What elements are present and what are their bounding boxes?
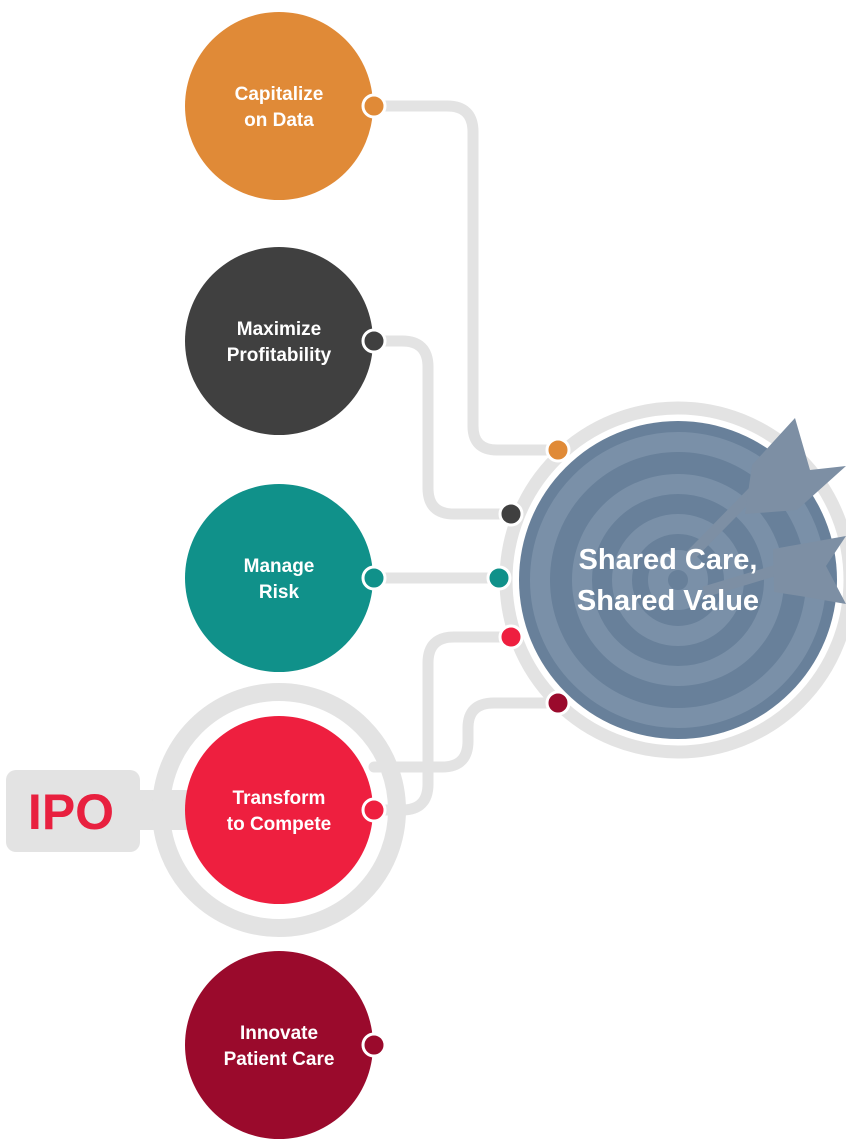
node-label-manage-risk-line2: Risk	[259, 582, 300, 603]
hub-dot-capitalize-on-data	[545, 437, 571, 463]
dart-lower-fletching	[773, 536, 846, 604]
hub-anchor-dots	[486, 437, 571, 716]
target-ring-center	[648, 550, 708, 610]
node-label-maximize-profitability-line1: Maximize	[237, 319, 321, 340]
node-circle-manage-risk	[185, 484, 373, 672]
node-dot-capitalize-on-data	[361, 93, 387, 119]
node-dot-transform-to-compete	[361, 797, 387, 823]
node-innovate-patient-care: Innovate Patient Care	[185, 951, 387, 1139]
ipo-highlight-ring	[152, 683, 406, 937]
node-circle-maximize-profitability	[185, 247, 373, 435]
hub-target: Shared Care, Shared Value	[499, 401, 846, 759]
connector-lines	[368, 100, 564, 816]
dart-upper-icon	[686, 418, 846, 560]
connector-maximize-profitability	[368, 335, 517, 520]
node-dot-manage-risk	[361, 565, 387, 591]
node-dot-maximize-profitability	[361, 328, 387, 354]
hub-dot-manage-risk	[486, 565, 512, 591]
dart-upper-fletching	[745, 418, 846, 514]
target-with-darts-icon	[686, 418, 846, 604]
node-circle-transform-to-compete	[185, 716, 373, 904]
node-label-capitalize-on-data-line2: on Data	[244, 110, 314, 131]
node-circle-innovate-patient-care	[185, 951, 373, 1139]
node-capitalize-on-data: Capitalize on Data	[185, 12, 387, 200]
hub-dot-maximize-profitability	[498, 501, 524, 527]
node-circle-capitalize-on-data	[185, 12, 373, 200]
node-label-transform-to-compete-line1: Transform	[233, 788, 326, 809]
node-maximize-profitability: Maximize Profitability	[185, 247, 387, 435]
connector-transform-to-compete	[368, 631, 517, 816]
node-label-innovate-patient-care-line1: Innovate	[240, 1023, 318, 1044]
node-transform-to-compete: Transform to Compete	[185, 716, 387, 904]
ipo-badge-tab	[6, 770, 140, 852]
dart-lower-icon	[702, 536, 846, 604]
hub-title-line1: Shared Care,	[579, 544, 758, 576]
goal-nodes: Capitalize on Data Maximize Profitabilit…	[185, 12, 387, 1139]
connector-capitalize-on-data	[368, 100, 564, 456]
ipo-highlight: IPO	[6, 683, 406, 937]
node-label-capitalize-on-data-line1: Capitalize	[235, 84, 324, 105]
hub-title-line2: Shared Value	[577, 585, 759, 617]
node-label-maximize-profitability-line2: Profitability	[227, 345, 332, 366]
node-label-transform-to-compete-line2: to Compete	[227, 814, 332, 835]
node-label-innovate-patient-care-line2: Patient Care	[224, 1049, 335, 1070]
hub-dot-transform-to-compete	[498, 624, 524, 650]
hub-dot-innovate-patient-care	[545, 690, 571, 716]
connector-innovate-patient-care	[368, 697, 564, 773]
node-manage-risk: Manage Risk	[185, 484, 387, 672]
ipo-badge-label: IPO	[28, 784, 114, 840]
node-label-manage-risk-line1: Manage	[244, 556, 315, 577]
node-dot-innovate-patient-care	[361, 1032, 387, 1058]
